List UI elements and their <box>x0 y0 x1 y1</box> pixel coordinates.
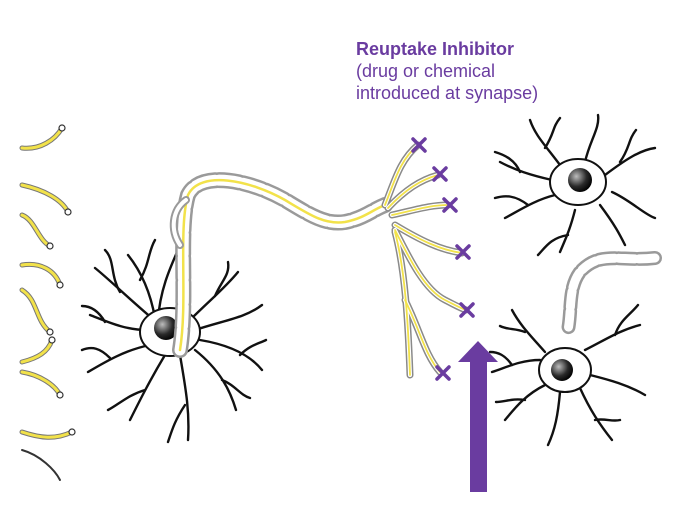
x-mark-icon <box>432 166 448 182</box>
postsynaptic-neuron-upper <box>493 113 657 257</box>
x-mark-icon <box>442 197 458 213</box>
reuptake-blockers <box>411 137 475 381</box>
presynaptic-nucleus <box>154 316 178 340</box>
reuptake-inhibitor-label: Reuptake Inhibitor (drug or chemical int… <box>356 38 538 104</box>
x-mark-icon <box>411 137 427 153</box>
label-line-2: introduced at synapse) <box>356 83 539 103</box>
x-mark-icon <box>459 302 475 318</box>
axon-terminals <box>381 141 470 379</box>
lower-nucleus <box>551 359 573 381</box>
x-mark-icon <box>455 244 471 260</box>
upper-nucleus <box>568 168 592 192</box>
label-title: Reuptake Inhibitor <box>356 39 515 59</box>
up-arrow-icon <box>458 341 498 492</box>
left-edge-terminals <box>19 124 76 481</box>
myelinated-axon <box>169 172 393 358</box>
label-line-1: (drug or chemical <box>356 61 496 81</box>
x-mark-icon <box>435 365 451 381</box>
lower-right-axon <box>561 251 662 337</box>
postsynaptic-neuron-lower <box>488 303 647 447</box>
